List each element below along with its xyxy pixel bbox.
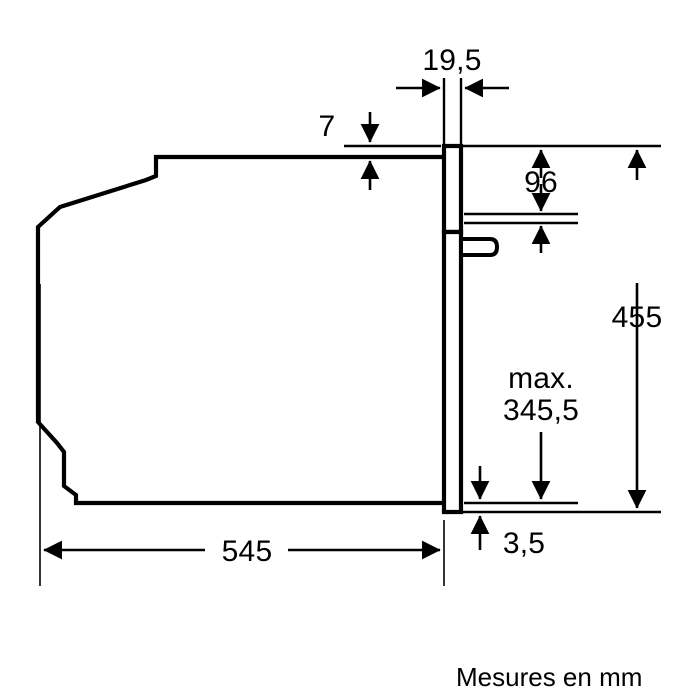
dimension-max-345-5: max. 345,5: [503, 225, 579, 500]
units-caption: Mesures en mm: [456, 662, 642, 692]
dimension-label-345-5: 345,5: [503, 394, 579, 427]
dimension-label-96: 96: [524, 166, 558, 199]
dimension-label-545: 545: [222, 535, 273, 568]
dimension-7: 7: [319, 110, 380, 190]
dimension-545: 545: [43, 535, 441, 568]
dimension-3-5: 3,5: [470, 466, 545, 560]
oven-body-outline: [35, 154, 447, 506]
reference-lines: [39, 78, 661, 586]
oven-door-panel: [441, 143, 464, 515]
dimension-96: 96: [524, 149, 558, 212]
oven-door-handle: [459, 237, 499, 257]
dimension-label-7: 7: [319, 110, 336, 143]
dimension-455: 455: [612, 149, 663, 509]
dimension-label-3-5: 3,5: [503, 527, 545, 560]
dimension-label-max: max.: [508, 362, 574, 395]
dimension-label-19-5: 19,5: [422, 44, 481, 77]
dimension-label-455: 455: [612, 301, 663, 334]
dimension-19-5: 19,5: [396, 44, 509, 98]
